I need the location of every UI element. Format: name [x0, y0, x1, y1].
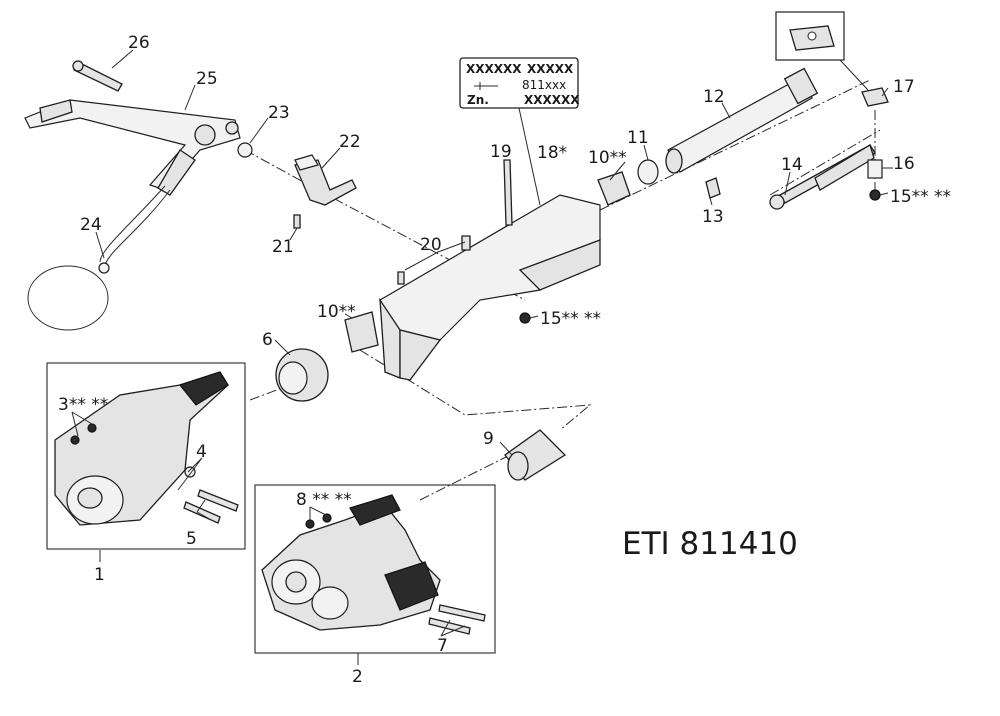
label-20: 20: [420, 235, 442, 255]
lever-bracket: [293, 154, 357, 229]
nameplate: [459, 57, 579, 206]
label-10-lower: 10**: [317, 302, 356, 322]
label-9: 9: [483, 429, 494, 449]
coupling-head-1: [54, 371, 239, 526]
bushing-10-top: [597, 171, 631, 206]
label-15-right: 15** **: [890, 187, 951, 207]
handbrake-pin: [72, 60, 123, 92]
label-1: 1: [94, 565, 105, 585]
nameplate-code-bottom: XXXXXX: [524, 93, 580, 107]
label-12: 12: [703, 87, 725, 107]
bushing-10-lower: [344, 311, 379, 353]
sleeve-13: [705, 177, 721, 199]
nameplate-code-right: XXXXX: [527, 62, 574, 76]
label-8: 8 ** **: [296, 490, 352, 510]
nameplate-zn: Zn.: [467, 93, 489, 107]
nameplate-code-left: XXXXXX: [466, 62, 522, 76]
coupling-head-2: [261, 494, 486, 635]
label-16: 16: [893, 154, 915, 174]
label-15-center: 15** **: [540, 309, 601, 329]
label-3: 3** **: [58, 395, 108, 415]
label-6: 6: [262, 330, 273, 350]
label-17: 17: [893, 77, 915, 97]
coupling-box-2: [254, 484, 496, 654]
label-26: 26: [128, 33, 150, 53]
label-18: 18*: [537, 143, 567, 163]
bellows-9: [504, 429, 567, 481]
bellows-6: [275, 348, 329, 402]
nameplate-text: XXXXXX XXXXX 811xxx Zn. XXXXXX: [466, 62, 580, 107]
push-rod-tube: [665, 67, 819, 174]
grease-nipple-20b: [397, 271, 405, 285]
coupling-box-1: [46, 362, 246, 550]
ring-11: [637, 159, 659, 185]
spacer-16: [867, 159, 883, 179]
label-23: 23: [268, 103, 290, 123]
callout-labels: 26 25 23 22 21 24 20 19 18* 10** 11 12 1…: [58, 33, 951, 687]
plate-17-detail: [775, 11, 869, 91]
label-13: 13: [702, 207, 724, 227]
label-24: 24: [80, 215, 102, 235]
diagram-reference-code: ETI 811410: [622, 526, 798, 562]
label-25: 25: [196, 69, 218, 89]
plate-17: [861, 87, 889, 107]
label-4: 4: [196, 442, 207, 462]
leader-lines: [71, 49, 893, 665]
breakaway-cable: [27, 185, 171, 331]
washer-23: [237, 142, 253, 158]
nut-15-right: [869, 189, 881, 201]
label-5: 5: [186, 529, 197, 549]
drawbar-housing: [379, 194, 601, 381]
bolt-19: [503, 159, 513, 226]
label-2: 2: [352, 667, 363, 687]
nameplate-model: 811xxx: [522, 78, 566, 92]
label-22: 22: [339, 132, 361, 152]
label-19: 19: [490, 142, 512, 162]
shock-absorber: [769, 144, 876, 210]
handbrake-lever: [24, 99, 241, 196]
label-10-top: 10**: [588, 148, 627, 168]
label-7: 7: [437, 636, 448, 656]
assembly-axes: [244, 79, 881, 501]
label-14: 14: [781, 155, 803, 175]
nut-15-center: [519, 312, 531, 324]
label-21: 21: [272, 237, 294, 257]
grease-nipple-20: [461, 235, 471, 251]
label-11: 11: [627, 128, 649, 148]
